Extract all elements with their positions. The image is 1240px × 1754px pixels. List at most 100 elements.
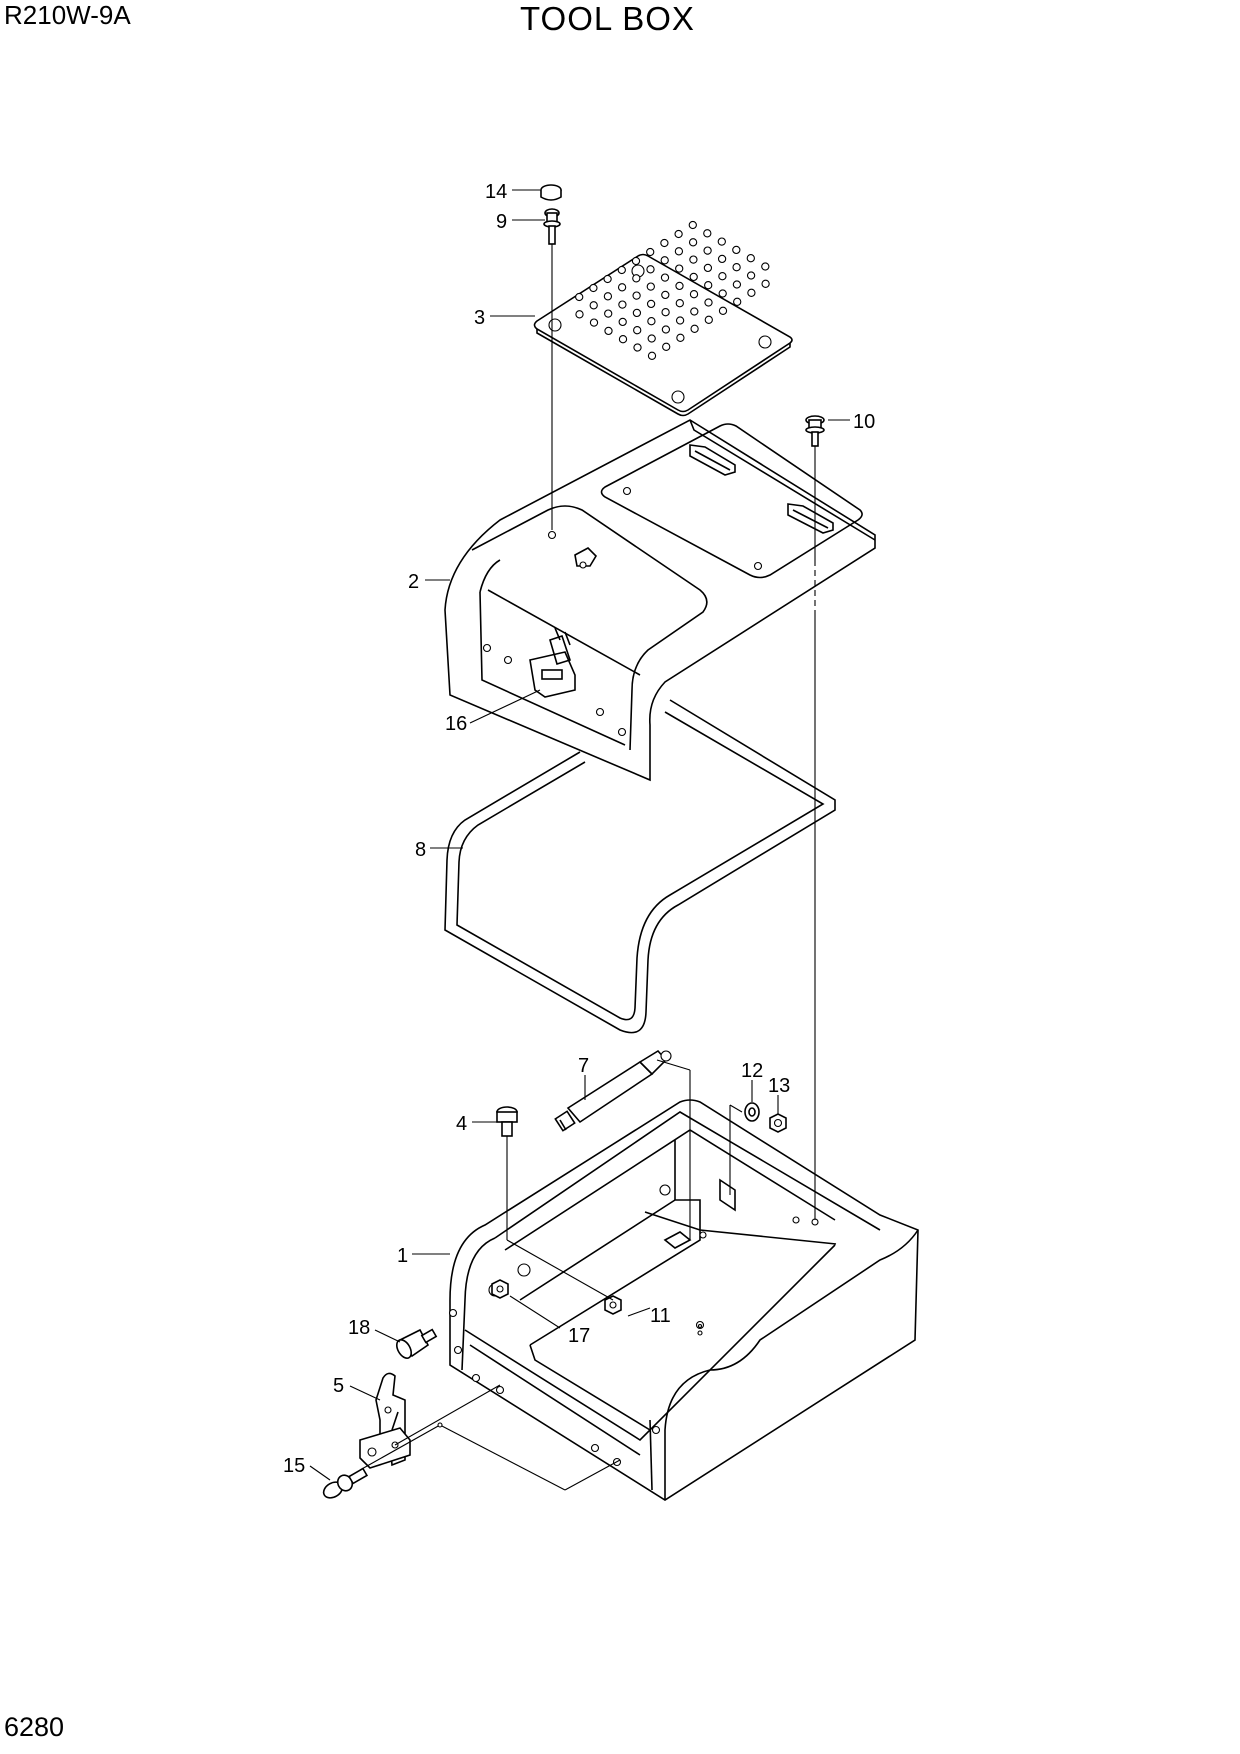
part-7-gas-spring (554, 1049, 672, 1132)
callout-15: 15 (283, 1455, 305, 1477)
plate-hole (618, 317, 627, 327)
plate-hole (704, 298, 713, 307)
plate-hole (603, 292, 613, 301)
plate-hole (704, 315, 713, 324)
part-10-bolt (805, 415, 825, 447)
plate-hole (675, 264, 684, 273)
plate-hole (703, 263, 713, 273)
part-12-washer (744, 1102, 760, 1122)
plate-hole-grid (575, 220, 770, 360)
plate-hole (746, 254, 755, 263)
part-17-nut (491, 1279, 509, 1299)
plate-hole (761, 279, 770, 288)
plate-hole (732, 263, 741, 272)
plate-hole (703, 229, 712, 238)
plate-hole (575, 292, 584, 302)
plate-hole (632, 308, 642, 318)
plate-hole (675, 281, 684, 291)
part-16-latch (529, 627, 576, 698)
plate-hole (732, 245, 741, 255)
plate-hole (690, 324, 699, 333)
part-18-bumper (395, 1328, 438, 1359)
callout-1: 1 (397, 1245, 408, 1267)
plate-hole (732, 280, 742, 289)
part-14-cap (540, 184, 562, 201)
plate-hole (603, 274, 612, 284)
plate-hole (662, 342, 671, 351)
plate-hole (647, 317, 656, 326)
plate-hole (617, 283, 627, 292)
plate-hole (688, 220, 697, 230)
plate-hole (718, 272, 727, 281)
plate-hole (689, 290, 699, 299)
plate-hole (617, 265, 626, 275)
plate-hole (646, 265, 655, 274)
plate-hole (661, 290, 670, 300)
callout-4: 4 (456, 1113, 467, 1135)
model-number: R210W-9A (4, 0, 131, 30)
assembly-lines (359, 244, 816, 1491)
plate-hole (633, 326, 642, 335)
plate-hole (675, 316, 685, 325)
callout-2: 2 (408, 571, 419, 593)
callout-16: 16 (445, 713, 467, 735)
callout-10: 10 (853, 411, 875, 433)
page-number: 6280 (4, 1712, 65, 1742)
plate-hole (761, 262, 770, 271)
callout-8: 8 (415, 839, 426, 861)
plate-hole (660, 273, 670, 282)
plate-hole (618, 300, 627, 309)
plate-hole (733, 297, 742, 306)
plate-hole (631, 256, 641, 266)
callout-13: 13 (768, 1075, 790, 1097)
callout-18: 18 (348, 1317, 370, 1339)
callout-9: 9 (496, 211, 507, 233)
plate-hole (747, 288, 756, 297)
leader-lines (309, 189, 850, 1481)
callout-labels: 14 9 3 10 2 16 8 7 12 13 4 11 17 1 18 5 … (283, 181, 875, 1477)
plate-hole (690, 307, 699, 316)
callout-11: 11 (650, 1305, 671, 1327)
plate-hole (632, 274, 641, 283)
plate-hole (661, 325, 671, 334)
plate-hole (718, 306, 728, 315)
callout-5: 5 (333, 1375, 344, 1397)
plate-hole (718, 289, 727, 298)
part-8-frame (444, 699, 836, 1034)
plate-hole (717, 254, 727, 264)
plate-hole (647, 351, 657, 360)
plate-hole (661, 308, 670, 317)
plate-hole (604, 326, 613, 336)
callout-12: 12 (741, 1060, 763, 1082)
plate-hole (717, 237, 726, 246)
plate-hole (632, 291, 641, 300)
part-1-toolbox-body (448, 1099, 919, 1501)
plate-hole (689, 255, 698, 264)
plate-hole (660, 256, 669, 265)
plate-hole (646, 247, 655, 257)
plate-hole (689, 272, 698, 282)
part-11-nut (604, 1295, 622, 1315)
page-title: TOOL BOX (520, 0, 695, 37)
plate-hole (647, 334, 656, 343)
plate-hole (604, 309, 613, 318)
plate-hole (646, 299, 656, 309)
plate-hole (589, 301, 598, 310)
plate-hole (674, 229, 683, 239)
callout-3: 3 (474, 307, 485, 329)
plate-hole (660, 238, 669, 248)
part-15-screw (322, 1467, 369, 1499)
part-2-lid (444, 419, 876, 782)
plate-hole (646, 282, 655, 291)
callout-17: 17 (568, 1325, 590, 1347)
callout-7: 7 (578, 1055, 589, 1077)
plate-hole (589, 283, 598, 293)
plate-hole (589, 318, 599, 327)
plate-hole (746, 271, 756, 280)
plate-hole (633, 343, 642, 352)
plate-hole (618, 335, 628, 344)
plate-hole (688, 238, 698, 247)
plate-hole (703, 246, 712, 255)
part-9-screw (543, 208, 561, 245)
